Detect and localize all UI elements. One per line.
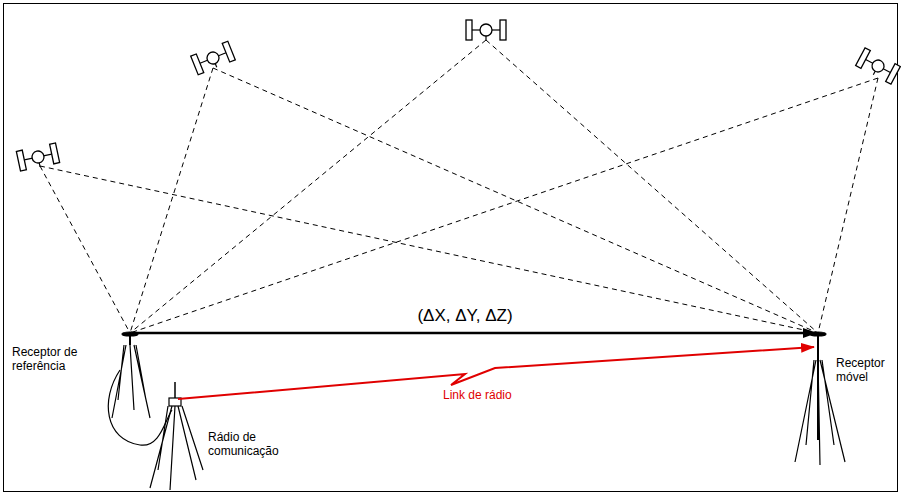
satellite-symbol xyxy=(16,143,59,171)
baseline-arrow xyxy=(132,332,816,335)
frame xyxy=(4,4,898,492)
satellite-symbol xyxy=(466,20,506,40)
rover-tripod xyxy=(795,332,845,465)
radio-label: Rádio de comunicação xyxy=(208,431,308,459)
satellite-symbol xyxy=(191,41,236,75)
reference-receiver-label: Receptor de referência xyxy=(12,346,104,374)
reference-tripod xyxy=(108,332,172,445)
radio-link-label: Link de rádio xyxy=(441,389,514,403)
satellite-symbol xyxy=(856,48,901,84)
rover-receiver-label: Receptor móvel xyxy=(836,357,896,385)
baseline-vector: (ΔX, ΔY, ΔZ) xyxy=(415,306,514,326)
satellite-signals xyxy=(40,40,878,333)
